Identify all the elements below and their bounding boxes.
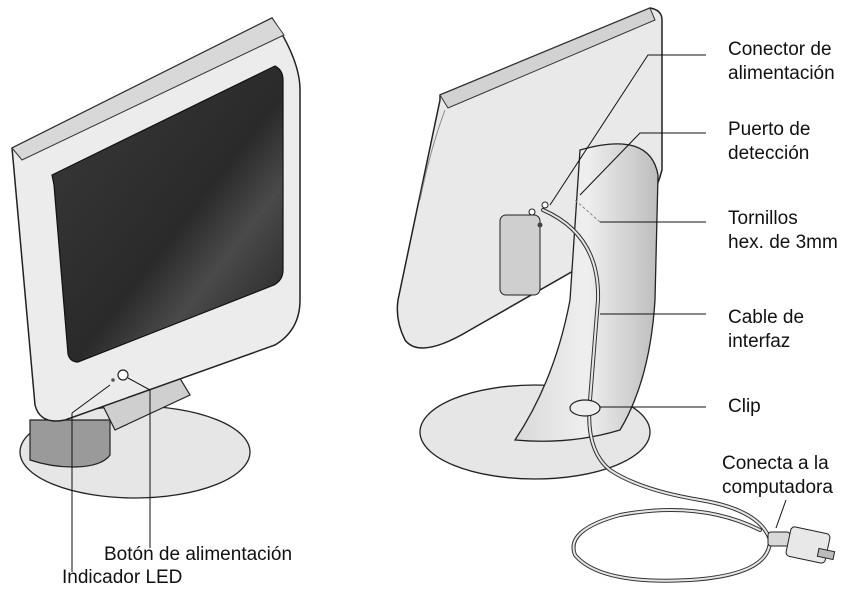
label-power-connector: Conector de alimentación <box>728 38 835 86</box>
label-screws: Tornillos hex. de 3mm <box>728 207 838 255</box>
label-led-indicator-text: Indicador LED <box>62 567 183 588</box>
front-monitor <box>11 17 301 572</box>
label-led-indicator: Indicador LED <box>62 566 182 590</box>
label-interface-cable-line2: interfaz <box>728 331 791 352</box>
label-detection-port-line1: Puerto de <box>728 119 811 140</box>
label-clip: Clip <box>728 395 761 419</box>
label-detection-port-line2: detección <box>728 143 810 164</box>
label-power-connector-line1: Conector de <box>728 39 832 60</box>
label-connects-line2: computadora <box>722 477 833 498</box>
label-power-button-text: Botón de alimentación <box>104 544 293 565</box>
label-interface-cable: Cable de interfaz <box>728 306 804 354</box>
power-button-shape <box>117 369 129 381</box>
label-connects-to-computer: Conecta a la computadora <box>722 452 833 500</box>
label-screws-line2: hex. de 3mm <box>728 232 838 253</box>
plug-shape <box>767 526 836 564</box>
label-detection-port: Puerto de detección <box>728 118 810 166</box>
label-screws-line1: Tornillos <box>728 208 798 229</box>
clip-shape <box>569 399 601 417</box>
front-screen <box>51 65 284 363</box>
label-connects-line1: Conecta a la <box>722 453 829 474</box>
label-power-connector-line2: alimentación <box>728 63 835 84</box>
label-power-button: Botón de alimentación <box>104 543 292 567</box>
front-stand-neck <box>29 419 111 468</box>
back-monitor <box>396 7 836 583</box>
label-interface-cable-line1: Cable de <box>728 307 805 328</box>
back-stand <box>513 143 659 442</box>
led-shape <box>111 378 115 382</box>
label-clip-text: Clip <box>728 396 761 417</box>
